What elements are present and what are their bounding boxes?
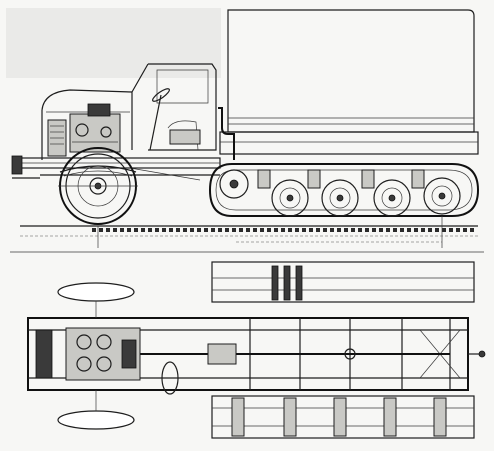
track-shoe bbox=[372, 228, 376, 232]
track-shoe bbox=[246, 228, 250, 232]
frame-rail bbox=[19, 157, 221, 181]
road-wheel-2 bbox=[321, 179, 359, 217]
road-wheel-4 bbox=[423, 177, 461, 215]
track-shoe bbox=[120, 228, 124, 232]
track-shoe bbox=[295, 228, 299, 232]
track-shoe-row bbox=[92, 228, 474, 232]
track-shoe bbox=[421, 228, 425, 232]
track-shoe bbox=[204, 228, 208, 232]
engine-plan bbox=[65, 327, 141, 381]
track-shoe bbox=[442, 228, 446, 232]
track-shoe bbox=[267, 228, 271, 232]
track-shoe bbox=[344, 228, 348, 232]
front-wheel-right-plan bbox=[57, 390, 135, 430]
cargo-bed bbox=[219, 131, 479, 155]
track-shoe bbox=[351, 228, 355, 232]
track-shoe bbox=[435, 228, 439, 232]
track-shoe bbox=[414, 228, 418, 232]
track-shoe bbox=[92, 228, 96, 232]
steering-wheel-plan bbox=[161, 361, 179, 395]
road-wheel-3 bbox=[373, 179, 411, 217]
track-shoe bbox=[386, 228, 390, 232]
track-shoe bbox=[463, 228, 467, 232]
track-shoe bbox=[281, 228, 285, 232]
track-shoe bbox=[365, 228, 369, 232]
side-elevation-view bbox=[11, 9, 480, 248]
track-shoe bbox=[127, 228, 131, 232]
radiator-plan bbox=[35, 329, 53, 379]
track-shoe bbox=[274, 228, 278, 232]
track-shoe bbox=[330, 228, 334, 232]
plan-view bbox=[10, 251, 486, 439]
track-assembly bbox=[208, 163, 480, 217]
exhaust-pipe bbox=[218, 107, 235, 160]
driver-cab bbox=[131, 63, 217, 151]
track-shoe bbox=[190, 228, 194, 232]
track-shoe bbox=[288, 228, 292, 232]
track-shoe bbox=[358, 228, 362, 232]
track-shoe bbox=[232, 228, 236, 232]
front-wheel bbox=[58, 147, 138, 225]
track-shoe bbox=[309, 228, 313, 232]
track-shoe bbox=[155, 228, 159, 232]
track-shoe bbox=[253, 228, 257, 232]
track-shoe bbox=[134, 228, 138, 232]
track-shoe bbox=[428, 228, 432, 232]
track-shoe bbox=[113, 228, 117, 232]
track-shoe bbox=[316, 228, 320, 232]
track-shoe bbox=[225, 228, 229, 232]
track-shoe bbox=[141, 228, 145, 232]
track-shoe bbox=[323, 228, 327, 232]
track-shoe bbox=[176, 228, 180, 232]
track-shoe bbox=[456, 228, 460, 232]
track-shoe bbox=[470, 228, 474, 232]
track-shoe bbox=[239, 228, 243, 232]
dimension-lines bbox=[20, 216, 478, 248]
track-shoe bbox=[337, 228, 341, 232]
track-shoe bbox=[260, 228, 264, 232]
track-plan bbox=[211, 395, 475, 439]
front-wheel-left-plan bbox=[57, 282, 135, 318]
drive-sprocket bbox=[219, 169, 249, 199]
track-shoe bbox=[106, 228, 110, 232]
track-shoe bbox=[99, 228, 103, 232]
track-shoe bbox=[148, 228, 152, 232]
track-shoe bbox=[379, 228, 383, 232]
track-shoe bbox=[211, 228, 215, 232]
rear-hitch bbox=[468, 350, 486, 358]
engine-block bbox=[47, 103, 121, 157]
background-text-band bbox=[6, 8, 221, 78]
track-shoe bbox=[407, 228, 411, 232]
driveshaft bbox=[140, 343, 450, 365]
track-shoe bbox=[183, 228, 187, 232]
track-shoe bbox=[162, 228, 166, 232]
track-shoe bbox=[218, 228, 222, 232]
track-shoe bbox=[393, 228, 397, 232]
steering-assembly bbox=[149, 88, 170, 151]
track-shoe bbox=[169, 228, 173, 232]
cargo-bed-plan bbox=[211, 261, 475, 303]
front-bumper bbox=[11, 155, 40, 179]
road-wheel-1 bbox=[271, 179, 309, 217]
track-shoe bbox=[400, 228, 404, 232]
track-shoe bbox=[449, 228, 453, 232]
track-shoe bbox=[302, 228, 306, 232]
front-leaf-spring bbox=[59, 165, 137, 177]
canvas-cargo-cover bbox=[227, 9, 475, 133]
track-shoe bbox=[197, 228, 201, 232]
